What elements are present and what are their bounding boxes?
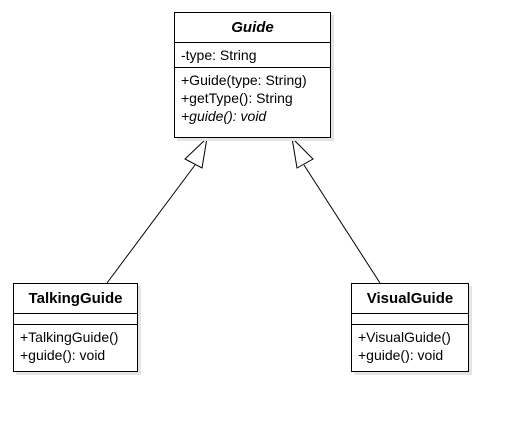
class-visualguide[interactable]: VisualGuide +VisualGuide() +guide(): voi… [351,283,469,372]
methods-section: +Guide(type: String) +getType(): String … [175,68,330,128]
generalization-line [303,164,381,284]
inheritance-talkingguide-to-guide [106,136,208,284]
class-name: TalkingGuide [14,284,137,314]
class-name: Guide [175,13,330,43]
class-talkingguide[interactable]: TalkingGuide +TalkingGuide() +guide(): v… [13,283,138,372]
methods-section: +VisualGuide() +guide(): void [352,325,468,367]
method: +VisualGuide() [358,329,451,345]
attributes-section [352,314,468,325]
method: +Guide(type: String) [181,72,307,88]
inheritance-visualguide-to-guide [291,136,381,284]
abstract-method: +guide(): void [181,108,267,124]
method: +getType(): String [181,90,293,106]
class-guide[interactable]: Guide -type: String +Guide(type: String)… [174,12,331,138]
generalization-line [106,164,196,284]
method: +TalkingGuide() [20,329,119,345]
method: +guide(): void [20,347,106,363]
attributes-section [14,314,137,325]
method: +guide(): void [358,347,444,363]
methods-section: +TalkingGuide() +guide(): void [14,325,137,367]
attributes-section: -type: String [175,43,330,68]
class-name: VisualGuide [352,284,468,314]
generalization-arrowhead-icon [184,136,208,169]
attribute: -type: String [181,47,257,63]
generalization-arrowhead-icon [291,136,314,169]
